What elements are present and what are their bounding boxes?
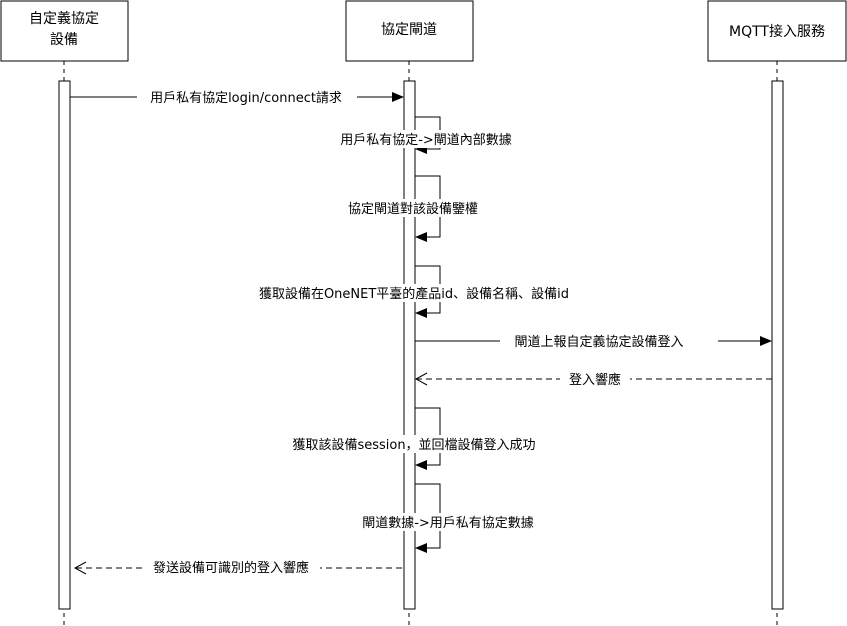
activation-mqtt xyxy=(771,80,784,610)
message-report-login: 閘道上報自定義協定設備登入 xyxy=(415,332,772,350)
message-send-login-response-label: 發送設備可識別的登入響應 xyxy=(153,560,309,576)
message-private-to-internal: 用戶私有協定->閘道內部數據 xyxy=(327,116,525,154)
message-login-request: 用戶私有協定login/connect請求 xyxy=(70,88,404,106)
message-get-device-info-label: 獲取設備在OneNET平臺的產品id、設備名稱、設備id xyxy=(259,286,569,302)
participant-device: 自定義協定 設備 xyxy=(0,0,129,62)
message-report-login-label: 閘道上報自定義協定設備登入 xyxy=(514,334,683,350)
activation-device xyxy=(58,80,71,610)
participant-device-label-line2: 設備 xyxy=(50,32,78,48)
participant-mqtt-label: MQTT接入服務 xyxy=(729,23,825,40)
message-send-login-response: 發送設備可識別的登入響應 xyxy=(73,559,402,577)
participant-device-label-line1: 自定義協定 xyxy=(29,10,99,27)
message-login-response: 登入響應 xyxy=(414,370,772,388)
message-authenticate-label: 協定閘道對該設備鑒權 xyxy=(348,201,478,217)
message-login-response-label: 登入響應 xyxy=(569,372,621,388)
message-internal-to-private: 閘道數據->用戶私有協定數據 xyxy=(349,483,547,553)
participant-gateway-label: 協定閘道 xyxy=(381,22,437,38)
participant-gateway: 協定閘道 xyxy=(345,0,474,62)
message-private-to-internal-label: 用戶私有協定->閘道內部數據 xyxy=(340,133,512,148)
message-get-device-info: 獲取設備在OneNET平臺的產品id、設備名稱、設備id xyxy=(244,265,584,318)
activation-gateway xyxy=(403,80,416,610)
message-login-request-label: 用戶私有協定login/connect請求 xyxy=(150,91,342,106)
participant-mqtt: MQTT接入服務 xyxy=(707,0,847,62)
message-internal-to-private-label: 閘道數據->用戶私有協定數據 xyxy=(362,516,534,531)
message-get-session-label: 獲取該設備session，並回檔設備登入成功 xyxy=(292,437,535,453)
message-authenticate: 協定閘道對該設備鑒權 xyxy=(340,175,486,242)
message-get-session: 獲取該設備session，並回檔設備登入成功 xyxy=(281,407,549,470)
